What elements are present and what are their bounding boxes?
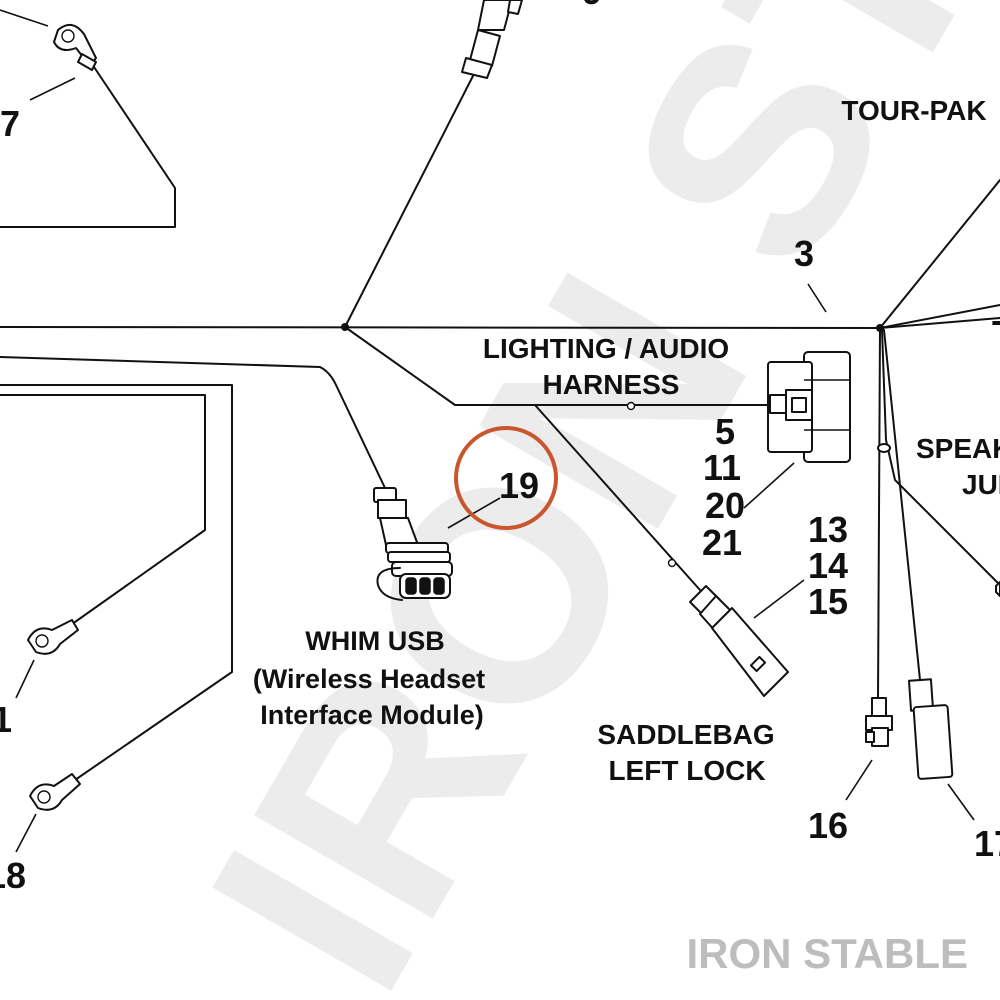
junction-block	[767, 351, 851, 463]
callout-1: 1	[0, 699, 12, 740]
leader-junction-block	[743, 462, 795, 509]
speaker-connector-stub	[995, 581, 1000, 597]
label-speaker-line1: SPEAKE	[916, 433, 1000, 464]
ring-terminal-18	[29, 773, 81, 811]
label-lighting-audio-line2: HARNESS	[543, 369, 680, 400]
callout-11: 11	[703, 447, 741, 488]
callout-16: 16	[808, 805, 848, 846]
harness-wires	[0, 63, 1000, 781]
callout-9: 9	[582, 0, 602, 12]
leader-7	[29, 77, 76, 101]
callout-14: 14	[808, 545, 848, 586]
label-saddlebag-line1: SADDLEBAG	[597, 719, 774, 750]
callout-7: 7	[0, 103, 20, 144]
wire-marker	[626, 401, 636, 411]
leader-16	[845, 759, 873, 801]
watermark: IRON STABLE	[146, 0, 1000, 1000]
callout-19: 19	[499, 465, 539, 506]
callout-5: 5	[715, 411, 735, 452]
callout-20: 20	[705, 485, 745, 526]
callout-t: T	[992, 313, 1000, 354]
saddlebag-lock-connector	[689, 585, 789, 697]
label-whim-line2: (Wireless Headset	[253, 664, 485, 694]
wire-clip	[877, 443, 891, 453]
callout-15: 15	[808, 581, 848, 622]
whim-usb-connector	[373, 487, 453, 601]
connector-9	[461, 0, 523, 79]
connector-17	[907, 678, 954, 780]
label-lighting-audio-line1: LIGHTING / AUDIO	[483, 333, 729, 364]
connector-16	[865, 697, 893, 747]
callout-13: 13	[808, 509, 848, 550]
junction-dot-right	[876, 324, 884, 332]
junction-dots	[341, 323, 891, 568]
label-saddlebag-line2: LEFT LOCK	[608, 755, 765, 786]
wire-marker	[667, 558, 677, 568]
leader-3	[807, 283, 827, 313]
ring-terminal-7	[53, 23, 97, 71]
label-speaker-line2: JUN	[962, 469, 1000, 500]
leader-1	[15, 659, 35, 699]
leader-17	[947, 783, 975, 821]
callout-17: 17	[974, 823, 1000, 864]
callout-18: 18	[0, 855, 26, 896]
highlight-circle	[454, 426, 558, 530]
leader-18	[15, 813, 37, 853]
leader-19	[447, 497, 501, 529]
label-tour-pak: TOUR-PAK	[841, 95, 986, 126]
label-whim-line1: WHIM USB	[305, 626, 444, 656]
callout-3: 3	[794, 233, 814, 274]
watermark-text: IRON STABLE	[146, 0, 1000, 1000]
brand-text: IRON STABLE	[686, 930, 968, 977]
callout-21: 21	[702, 522, 742, 563]
label-whim-line3: Interface Module)	[260, 700, 484, 730]
leader-9	[0, 9, 49, 27]
ring-terminal-1	[27, 619, 79, 655]
junction-dot-left	[341, 323, 349, 331]
leader-saddlebag	[753, 579, 805, 619]
